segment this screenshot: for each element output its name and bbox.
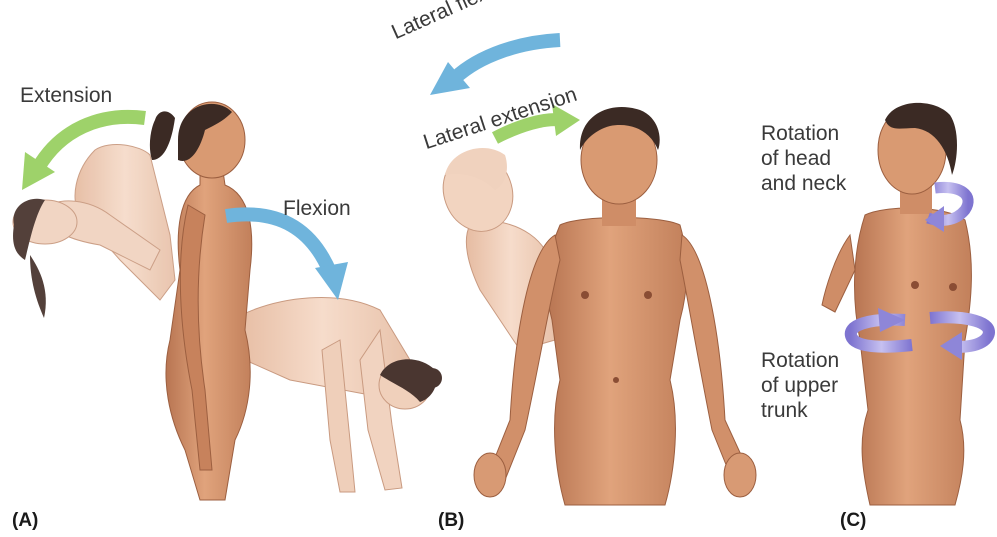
- panel-a-illustration: [13, 102, 442, 500]
- lateral-flexion-arrow: [455, 40, 560, 78]
- label-rotation-head-line-3: and neck: [761, 171, 911, 196]
- label-flexion: Flexion: [283, 196, 351, 221]
- label-rotation-head-neck: Rotation of head and neck: [761, 121, 911, 196]
- panel-letter-c: (C): [840, 510, 866, 532]
- panel-letter-b: (B): [438, 510, 464, 532]
- label-rotation-trunk-line-2: of upper: [761, 373, 911, 398]
- flexion-arrowhead: [315, 262, 348, 300]
- label-rotation-upper-trunk: Rotation of upper trunk: [761, 348, 911, 423]
- label-rotation-head-line-1: Rotation: [761, 121, 911, 146]
- panel-b-illustration: [430, 40, 756, 505]
- label-rotation-trunk-line-1: Rotation: [761, 348, 911, 373]
- label-rotation-trunk-line-3: trunk: [761, 398, 911, 423]
- panel-letter-a: (A): [12, 510, 38, 532]
- flexion-ghost-figure: [235, 298, 442, 492]
- label-extension: Extension: [20, 83, 112, 108]
- standing-figure: [150, 102, 252, 500]
- label-rotation-head-line-2: of head: [761, 146, 911, 171]
